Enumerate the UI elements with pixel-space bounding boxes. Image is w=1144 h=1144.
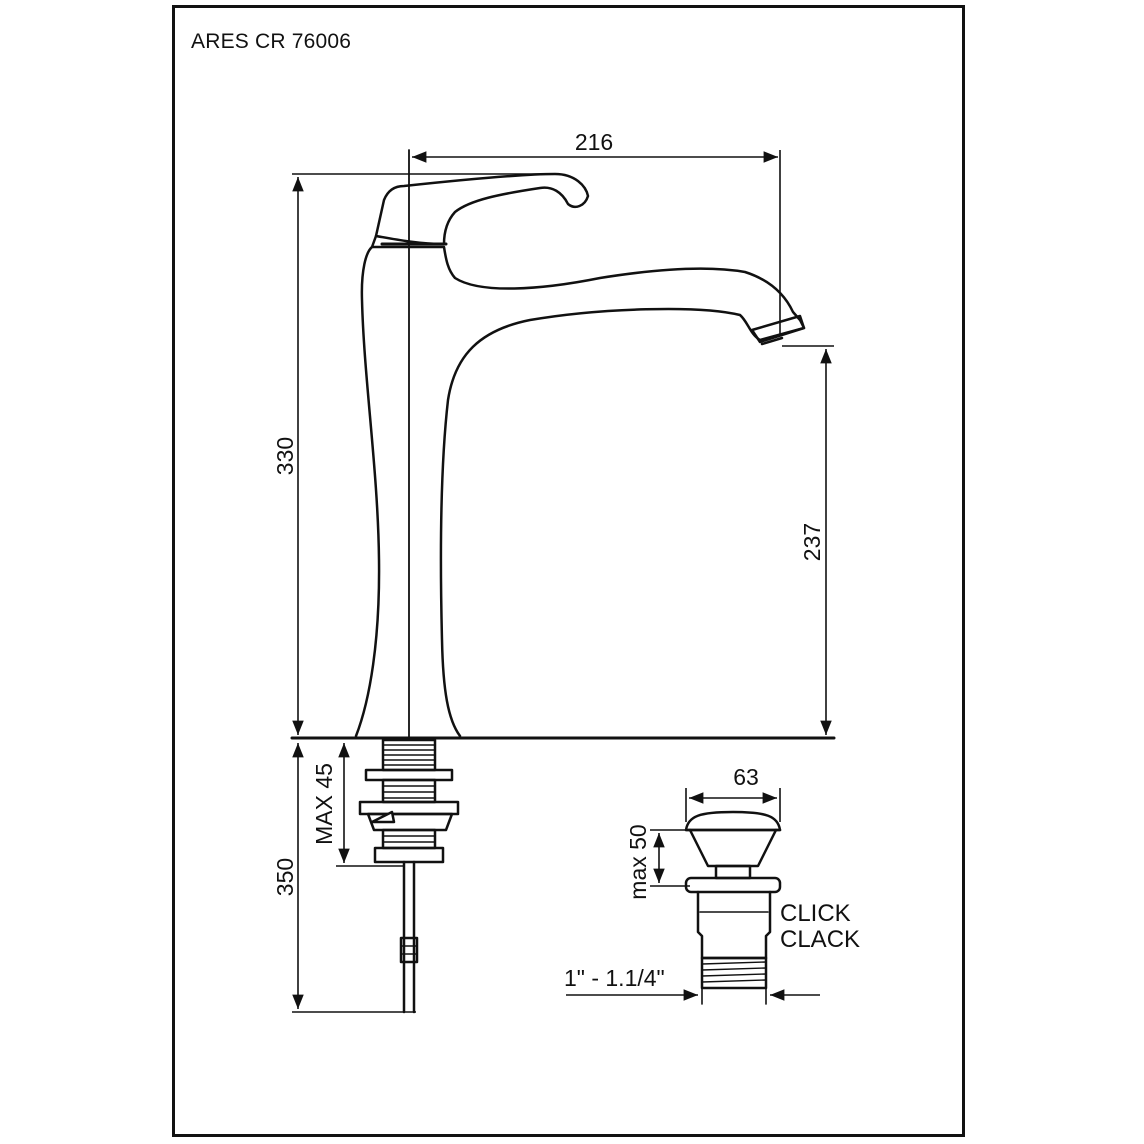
label-216: 216 — [575, 129, 613, 155]
label-63: 63 — [733, 764, 759, 790]
waste-thread — [700, 956, 768, 990]
fixing-nut — [358, 800, 460, 816]
aerator — [750, 314, 806, 344]
label-click: CLICK — [780, 900, 851, 927]
model-title: ARES CR 76006 — [191, 30, 352, 53]
label-350: 350 — [272, 858, 298, 896]
tap-body — [354, 245, 806, 738]
label-clack: CLACK — [780, 926, 860, 953]
label-330: 330 — [272, 437, 298, 475]
label-max50: max 50 — [625, 824, 651, 899]
label-thread: 1" - 1.1/4" — [564, 965, 665, 991]
label-237: 237 — [799, 523, 825, 561]
lever-handle — [374, 172, 590, 246]
waste-cap — [684, 810, 782, 832]
drawing-frame — [172, 5, 965, 1137]
label-max45: MAX 45 — [311, 763, 337, 845]
waste-flange — [684, 876, 782, 894]
